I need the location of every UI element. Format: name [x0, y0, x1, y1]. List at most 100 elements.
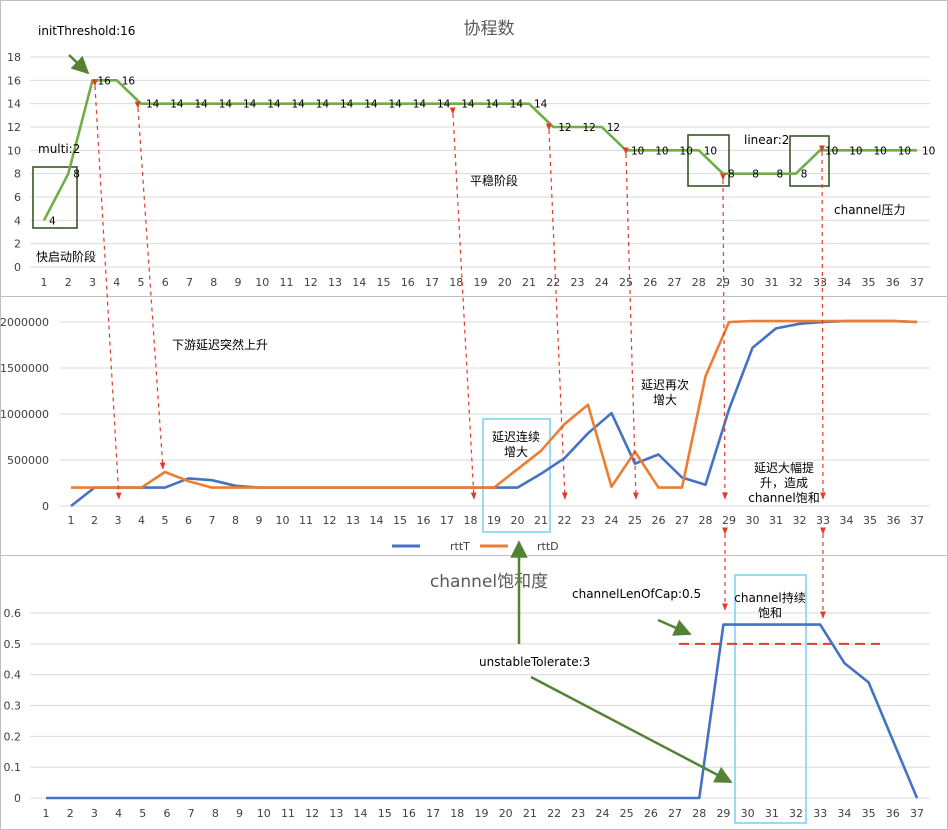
annotation-linear: linear:2: [744, 133, 789, 147]
x-tick-label: 11: [281, 807, 295, 820]
x-tick-label: 11: [280, 276, 294, 289]
point-label: 14: [340, 99, 354, 111]
x-tick-label: 20: [499, 807, 513, 820]
point-label: 14: [461, 99, 475, 111]
point-label: 14: [219, 99, 233, 111]
annotation-channel-sustained-1: channel持续: [734, 590, 806, 605]
point-label: 14: [437, 99, 451, 111]
legend-rttD-label: rttD: [537, 540, 559, 553]
point-label: 12: [558, 122, 571, 134]
x-tick-label: 28: [699, 514, 713, 527]
x-tick-label: 25: [620, 807, 634, 820]
x-tick-label: 18: [450, 807, 464, 820]
point-label: 10: [680, 145, 693, 157]
x-tick-label: 19: [487, 514, 501, 527]
x-tick-label: 2: [91, 514, 98, 527]
unstable-tolerate-arrow-down: [530, 675, 733, 784]
point-label: 14: [389, 99, 403, 111]
x-tick-label: 26: [643, 276, 657, 289]
annotation-delay-big-1: 延迟大幅提: [754, 460, 814, 475]
x-tick-label: 30: [740, 276, 754, 289]
x-tick-label: 17: [425, 276, 439, 289]
annotation-delay-again-1: 延迟再次: [641, 378, 689, 392]
x-tick-label: 6: [163, 807, 170, 820]
x-tick-label: 27: [668, 807, 682, 820]
x-tick-label: 3: [91, 807, 98, 820]
box-decrease: [687, 134, 730, 187]
point-label: 10: [922, 145, 935, 157]
x-tick-label: 21: [522, 276, 536, 289]
x-tick-label: 16: [417, 514, 431, 527]
annotation-downstream-delay: 下游延迟突然上升: [172, 337, 268, 352]
y-tick-label: 1000000: [0, 408, 49, 421]
annotation-init-threshold: initThreshold:16: [38, 24, 135, 38]
x-tick-label: 8: [232, 514, 239, 527]
x-tick-label: 35: [862, 807, 876, 820]
x-tick-label: 9: [256, 514, 263, 527]
point-label: 8: [728, 169, 735, 181]
x-tick-label: 1: [43, 807, 50, 820]
x-tick-label: 1: [41, 276, 48, 289]
x-tick-label: 33: [816, 514, 830, 527]
x-tick-label: 17: [426, 807, 440, 820]
y-tick-label: 0: [14, 261, 21, 274]
x-tick-label: 35: [863, 514, 877, 527]
annotation-unstable-tolerate: unstableTolerate:3: [479, 655, 590, 669]
annotation-multi: multi:2: [38, 142, 80, 156]
x-tick-label: 6: [185, 514, 192, 527]
x-tick-label: 2: [67, 807, 74, 820]
x-tick-label: 2: [65, 276, 72, 289]
x-tick-label: 31: [765, 276, 779, 289]
cross-chart-arrows: [91, 79, 826, 619]
legend-rttT-label: rttT: [450, 540, 470, 553]
point-label: 10: [825, 145, 838, 157]
x-tick-label: 15: [378, 807, 392, 820]
x-tick-label: 29: [716, 807, 730, 820]
point-label: 14: [413, 99, 427, 111]
x-tick-label: 12: [323, 514, 337, 527]
x-tick-label: 30: [746, 514, 760, 527]
x-tick-label: 22: [546, 276, 560, 289]
point-label: 8: [801, 169, 808, 181]
x-tick-label: 15: [393, 514, 407, 527]
x-tick-label: 21: [534, 514, 548, 527]
chart3-title: channel饱和度: [430, 572, 548, 592]
y-tick-label: 14: [7, 98, 21, 111]
point-label: 12: [583, 122, 596, 134]
x-tick-label: 7: [209, 514, 216, 527]
point-label: 14: [364, 99, 378, 111]
x-tick-label: 13: [328, 276, 342, 289]
arrow-x25: [622, 147, 639, 500]
panel-1-border: [0, 0, 948, 297]
x-tick-label: 19: [475, 807, 489, 820]
y-tick-label: 0.5: [4, 638, 22, 651]
x-tick-label: 36: [887, 514, 901, 527]
x-tick-label: 5: [138, 276, 145, 289]
x-tick-label: 32: [789, 276, 803, 289]
point-label: 8: [752, 169, 759, 181]
x-tick-label: 13: [346, 514, 360, 527]
x-tick-label: 24: [595, 807, 609, 820]
annotation-channel-pressure: channel压力: [834, 203, 906, 217]
x-tick-label: 19: [474, 276, 488, 289]
x-tick-label: 18: [449, 276, 463, 289]
point-label: 12: [607, 122, 620, 134]
point-label: 14: [292, 99, 306, 111]
x-tick-label: 26: [652, 514, 666, 527]
init-threshold-arrow: [68, 54, 90, 75]
x-tick-label: 23: [571, 276, 585, 289]
y-tick-label: 12: [7, 121, 21, 134]
box-channel-saturated: [734, 574, 807, 824]
x-tick-label: 20: [498, 276, 512, 289]
annotation-stable: 平稳阶段: [470, 173, 518, 188]
x-tick-label: 8: [212, 807, 219, 820]
point-label: 10: [849, 145, 862, 157]
x-tick-label: 10: [276, 514, 290, 527]
x-tick-label: 29: [716, 276, 730, 289]
x-tick-label: 4: [113, 276, 120, 289]
